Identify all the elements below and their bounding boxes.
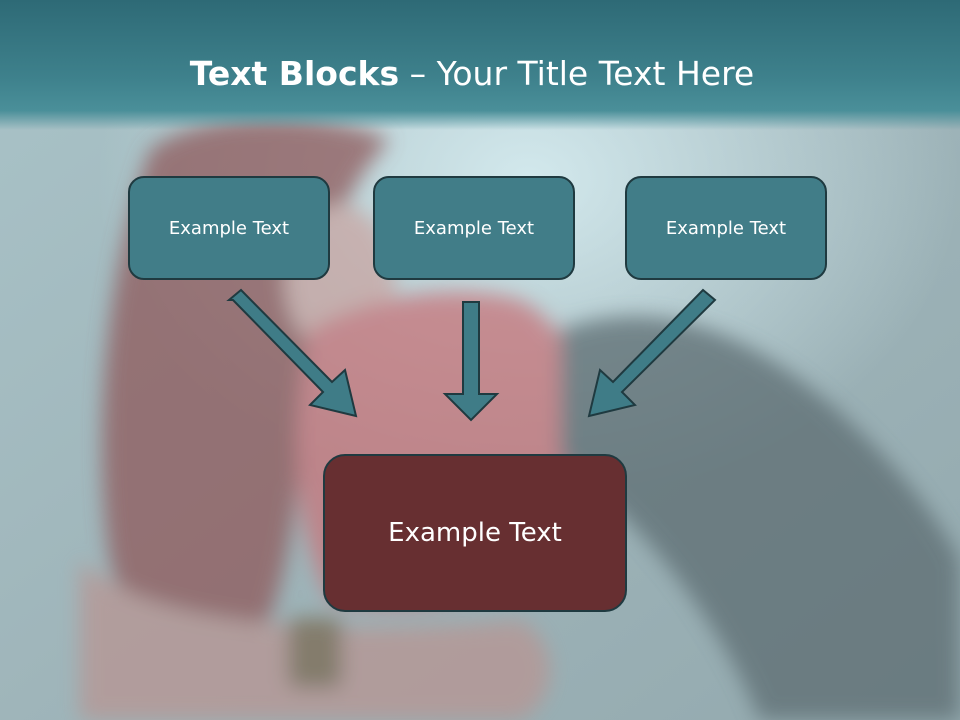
text-block-label: Example Text: [388, 518, 562, 548]
text-block-top-center[interactable]: Example Text: [373, 176, 575, 280]
text-block-top-left[interactable]: Example Text: [128, 176, 330, 280]
text-block-label: Example Text: [413, 217, 535, 239]
slide-title: Text Blocks – Your Title Text Here: [0, 50, 944, 98]
text-block-result[interactable]: Example Text: [323, 454, 627, 612]
title-bold-part: Text Blocks: [189, 54, 400, 93]
arrow-left-icon: [226, 288, 358, 418]
title-band: [0, 0, 960, 130]
text-block-label: Example Text: [168, 217, 290, 239]
text-block-label: Example Text: [665, 217, 787, 239]
title-separator: –: [399, 54, 437, 93]
arrow-right-icon: [587, 288, 717, 418]
arrow-down-icon: [442, 301, 500, 422]
text-block-top-right[interactable]: Example Text: [625, 176, 827, 280]
title-rest-part: Your Title Text Here: [436, 54, 755, 93]
